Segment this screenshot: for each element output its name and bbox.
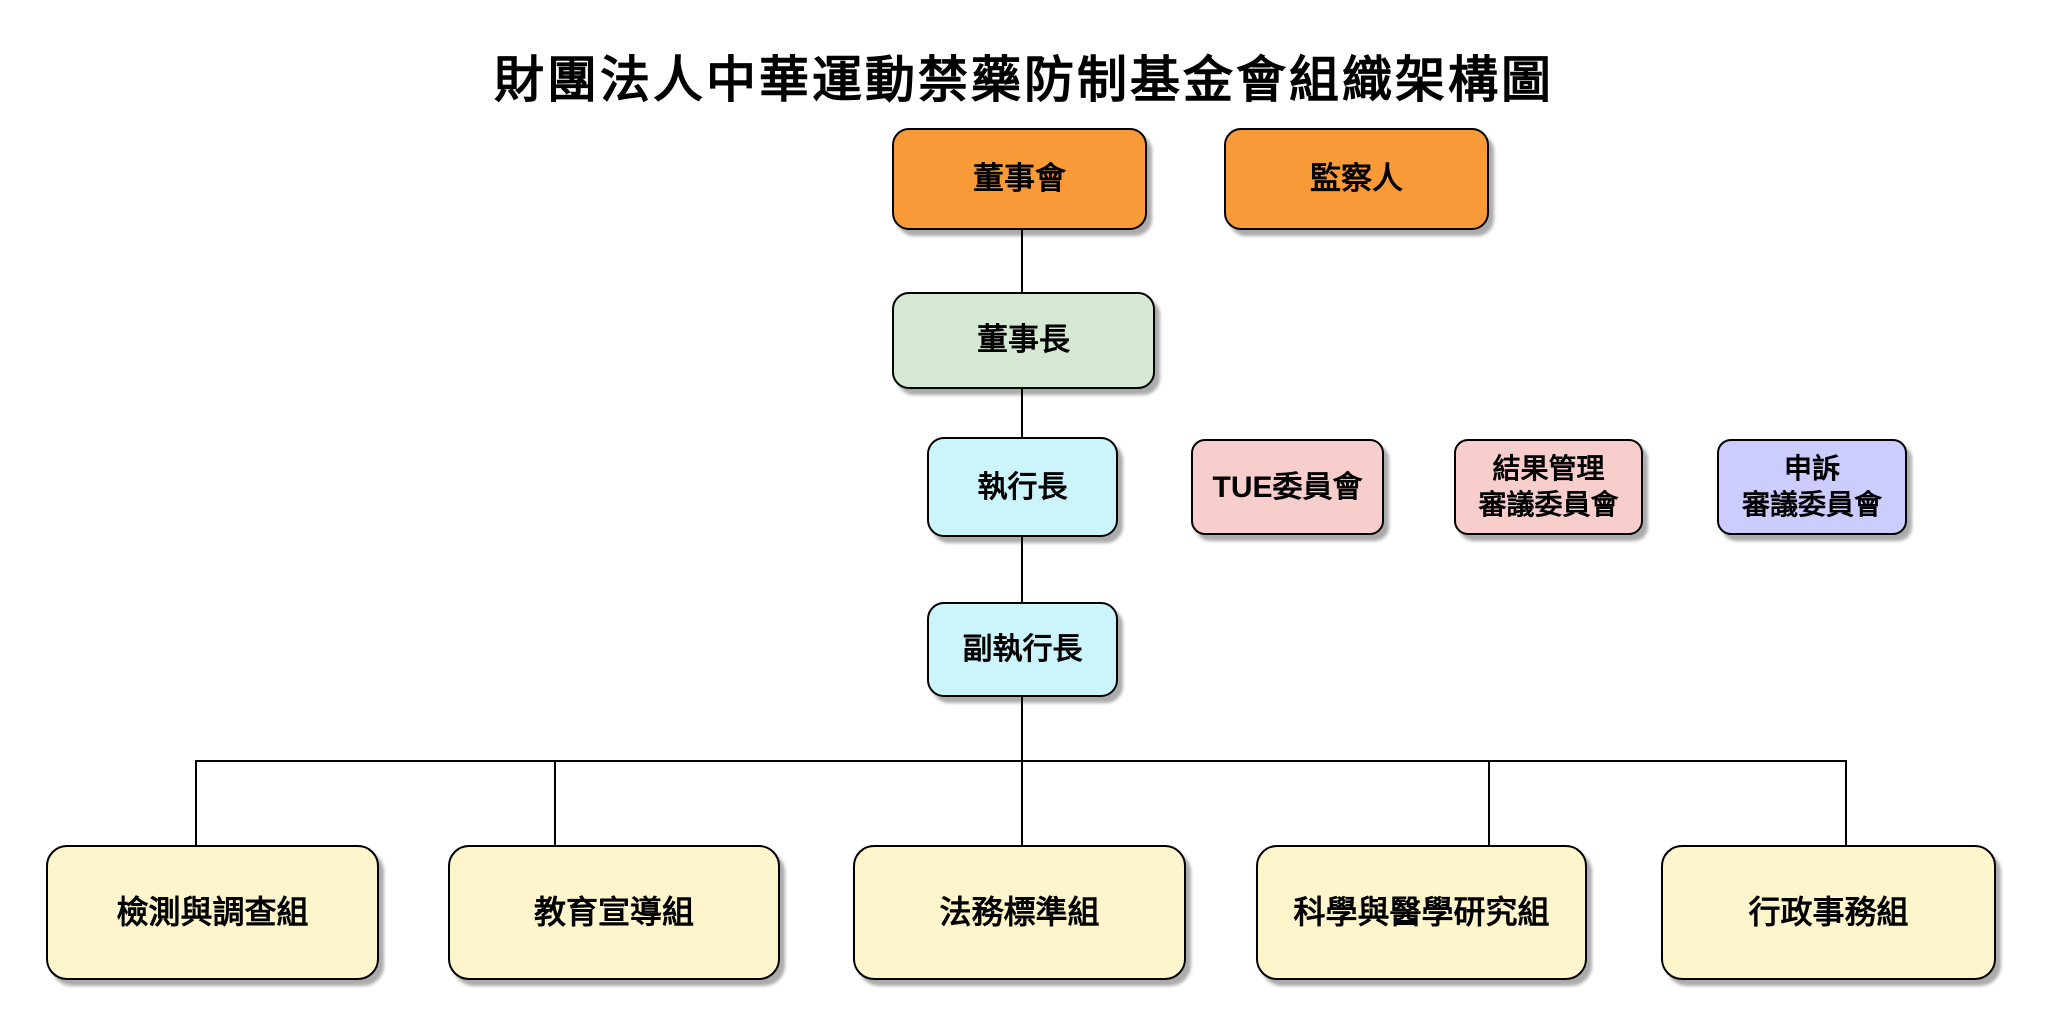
connector-drop-education (554, 760, 556, 845)
org-node-science-group: 科學與醫學研究組 (1256, 845, 1587, 980)
org-node-deputy-ceo: 副執行長 (927, 602, 1118, 697)
connector-drop-science (1488, 760, 1490, 845)
org-node-tue-committee: TUE委員會 (1191, 439, 1384, 535)
connector-chairman-ceo (1021, 389, 1023, 437)
org-node-education-group: 教育宣導組 (448, 845, 780, 980)
org-node-supervisor: 監察人 (1224, 128, 1489, 230)
org-node-appeal-committee: 申訴 審議委員會 (1717, 439, 1907, 535)
org-node-legal-group: 法務標準組 (853, 845, 1186, 980)
org-node-admin-group: 行政事務組 (1661, 845, 1996, 980)
org-node-chairman: 董事長 (892, 292, 1155, 389)
connector-ceo-deputy (1021, 537, 1023, 602)
org-node-ceo: 執行長 (927, 437, 1118, 537)
connector-drop-admin (1845, 760, 1847, 845)
org-node-testing-group: 檢測與調查組 (46, 845, 379, 980)
org-node-results-committee: 結果管理 審議委員會 (1454, 439, 1643, 535)
connector-board-chairman (1021, 230, 1023, 292)
connector-drop-testing (195, 760, 197, 845)
connector-deputy-bus (1021, 696, 1023, 762)
org-node-board: 董事會 (892, 128, 1147, 230)
connector-drop-legal (1021, 760, 1023, 845)
chart-title: 財團法人中華運動禁藥防制基金會組織架構圖 (494, 52, 1554, 108)
